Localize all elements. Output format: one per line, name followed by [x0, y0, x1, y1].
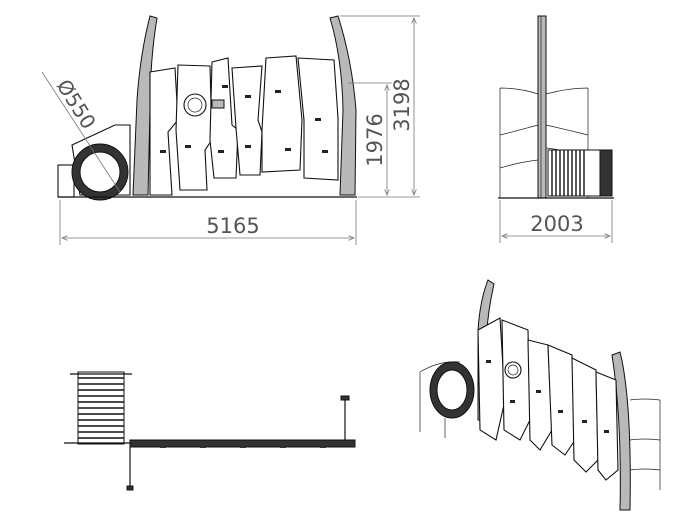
dimension-label-5165: 5165	[206, 214, 259, 238]
hatch-tube	[57, 124, 131, 201]
dimension-heights: 1976 3198	[340, 15, 420, 198]
plan-view	[64, 371, 356, 491]
dimension-width-front: 5165	[59, 200, 357, 245]
dimension-label-2003: 2003	[530, 212, 583, 236]
right-curved-post	[329, 15, 357, 196]
front-elevation-view	[57, 15, 357, 201]
dimension-label-diameter: Ø550	[52, 75, 101, 133]
porthole-window	[183, 93, 207, 117]
climbing-panels	[149, 55, 339, 196]
dimension-width-side: 2003	[499, 200, 613, 243]
dimension-label-1976: 1976	[363, 113, 387, 166]
side-elevation-view	[498, 15, 614, 199]
dimension-label-3198: 3198	[390, 78, 414, 131]
iso-climbing-panels	[477, 317, 619, 481]
isometric-view	[419, 279, 661, 511]
side-tube-coil	[547, 149, 613, 197]
